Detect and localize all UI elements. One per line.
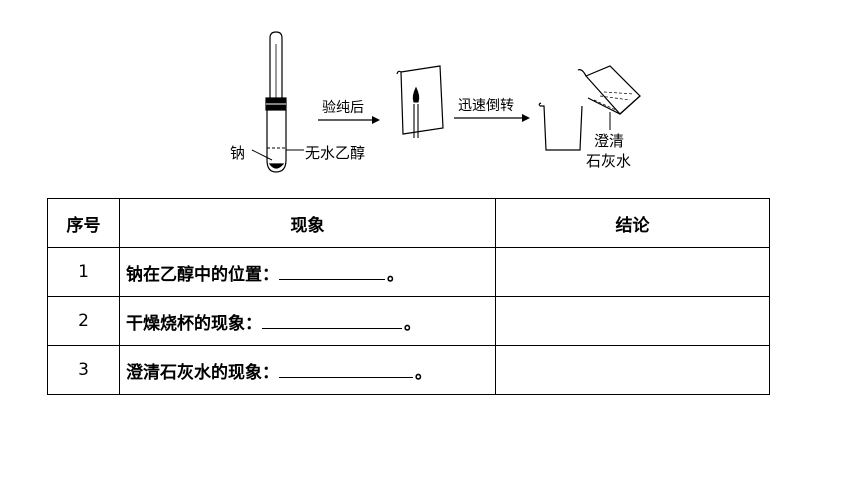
flame-nozzle — [412, 86, 420, 138]
header-conclusion: 结论 — [495, 198, 770, 248]
period: 。 — [404, 313, 421, 334]
header-serial: 序号 — [47, 198, 120, 248]
answer-blank[interactable] — [279, 267, 385, 280]
period: 。 — [387, 264, 404, 285]
phenomenon-cell: 澄清石灰水的现象： 。 — [119, 345, 496, 395]
table-header-row: 序号 现象 结论 — [47, 198, 770, 248]
sodium-pointer — [251, 149, 273, 161]
arrow-step2 — [454, 114, 530, 122]
ethanol-label: 无水乙醇 — [305, 144, 365, 162]
conclusion-cell[interactable] — [495, 345, 770, 395]
phenomenon-text: 钠在乙醇中的位置： — [126, 264, 279, 285]
phenomenon-cell: 钠在乙醇中的位置： 。 — [119, 247, 496, 297]
row-number: 2 — [47, 296, 120, 346]
row-number: 3 — [47, 345, 120, 395]
experiment-table: 序号 现象 结论 1 钠在乙醇中的位置： 。 2 干燥烧杯的现象： 。 3 澄清石灰… — [47, 198, 770, 395]
pouring-beaker — [577, 65, 641, 115]
step1-label: 验纯后 — [322, 100, 364, 116]
answer-blank[interactable] — [262, 316, 402, 329]
table-row: 3 澄清石灰水的现象： 。 — [47, 345, 770, 395]
dry-beaker — [396, 65, 444, 135]
test-tube-apparatus — [265, 31, 287, 173]
table-row: 1 钠在乙醇中的位置： 。 — [47, 247, 770, 297]
answer-blank[interactable] — [279, 365, 413, 378]
arrow-step1 — [318, 116, 380, 124]
conclusion-cell[interactable] — [495, 296, 770, 346]
experiment-diagram: 钠 无水乙醇 验纯后 迅速倒转 澄清 石灰水 — [230, 31, 641, 173]
phenomenon-cell: 干燥烧杯的现象： 。 — [119, 296, 496, 346]
sodium-label: 钠 — [230, 144, 245, 162]
row-number: 1 — [47, 247, 120, 297]
upright-beaker — [538, 102, 583, 151]
limewater-liquid — [593, 91, 635, 111]
limewater-label-line1: 澄清 — [594, 132, 624, 150]
header-phenomenon: 现象 — [119, 198, 496, 248]
table-row: 2 干燥烧杯的现象： 。 — [47, 296, 770, 346]
phenomenon-text: 澄清石灰水的现象： — [126, 362, 279, 383]
period: 。 — [415, 362, 432, 383]
step2-label: 迅速倒转 — [458, 98, 514, 114]
phenomenon-text: 干燥烧杯的现象： — [126, 313, 262, 334]
conclusion-cell[interactable] — [495, 247, 770, 297]
limewater-label-line2: 石灰水 — [586, 152, 631, 170]
